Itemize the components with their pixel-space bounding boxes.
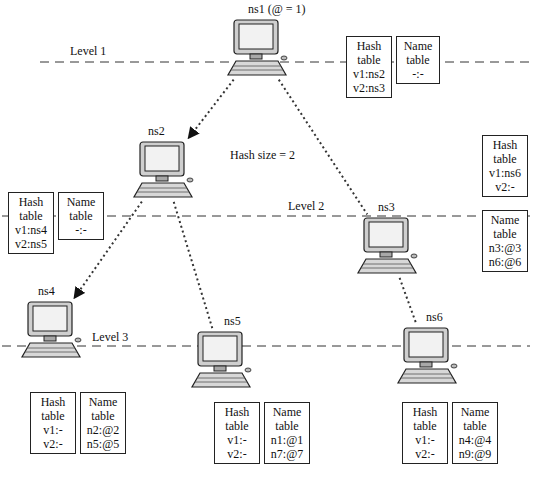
server-name: ns2 <box>148 124 165 138</box>
table-text: n4:@4 <box>455 433 495 447</box>
level-line <box>2 346 530 347</box>
link-line <box>174 202 213 328</box>
table-text: Name table <box>455 405 495 433</box>
server-name: ns1 (@ = 1) <box>248 2 305 16</box>
table-text: v2:- <box>405 447 445 461</box>
server-computer: ns6 <box>396 326 460 386</box>
table-text: v2:- <box>485 180 525 194</box>
hash-table-box: Hash tablev1:ns4v2:ns5 <box>8 192 54 254</box>
table-text: Name table <box>61 195 101 223</box>
computer-icon <box>356 216 420 276</box>
table-text: -:- <box>61 223 101 237</box>
server-name: ns3 <box>378 200 395 214</box>
computer-icon <box>226 18 290 78</box>
table-text: n3:@3 <box>485 241 525 255</box>
name-table-box: Name tablen4:@4n9:@9 <box>452 402 498 464</box>
name-table-box: Name table-:- <box>396 36 440 84</box>
computer-icon <box>396 326 460 386</box>
server-name: ns4 <box>38 284 55 298</box>
table-text: Name table <box>83 395 123 423</box>
hash-size-note: Hash size = 2 <box>230 148 295 162</box>
table-text: v1:- <box>405 433 445 447</box>
table-text: n5:@5 <box>83 437 123 451</box>
table-text: n1:@1 <box>267 433 307 447</box>
computer-icon <box>190 330 254 390</box>
server-name: ns6 <box>426 310 443 324</box>
level-label: Level 1 <box>70 44 106 58</box>
server-computer: ns5 <box>190 330 254 390</box>
table-text: Hash table <box>33 395 73 423</box>
table-text: n2:@2 <box>83 423 123 437</box>
level-label: Level 2 <box>288 199 324 213</box>
table-text: Name table <box>399 39 437 67</box>
table-text: v1:ns2 <box>349 67 389 81</box>
table-text: v2:ns5 <box>11 237 51 251</box>
table-text: -:- <box>399 67 437 81</box>
table-text: Hash table <box>217 405 257 433</box>
name-table-box: Name tablen1:@1n7:@7 <box>264 402 310 464</box>
hash-table-box: Hash tablev1:-v2:- <box>30 392 76 454</box>
name-table-box: Name tablen3:@3n6:@6 <box>482 210 528 272</box>
table-text: v1:- <box>33 423 73 437</box>
level-label: Level 3 <box>92 330 128 344</box>
table-text: Hash table <box>11 195 51 223</box>
server-computer: ns1 (@ = 1) <box>226 18 290 78</box>
server-name: ns5 <box>224 314 241 328</box>
table-text: Hash table <box>485 138 525 166</box>
server-computer: ns2 <box>132 140 196 200</box>
server-computer: ns4 <box>20 300 84 360</box>
hash-table-box: Hash tablev1:ns6v2:- <box>482 135 528 197</box>
hash-table-box: Hash tablev1:-v2:- <box>402 402 448 464</box>
link-line <box>188 80 233 139</box>
computer-icon <box>20 300 84 360</box>
level-line <box>40 62 530 63</box>
computer-icon <box>132 140 196 200</box>
table-text: Hash table <box>405 405 445 433</box>
table-text: n7:@7 <box>267 447 307 461</box>
table-text: v2:- <box>217 447 257 461</box>
table-text: v2:ns3 <box>349 81 389 95</box>
table-text: Name table <box>485 213 525 241</box>
table-text: v1:ns4 <box>11 223 51 237</box>
link-line <box>400 278 417 324</box>
table-text: Hash table <box>349 39 389 67</box>
table-text: v1:- <box>217 433 257 447</box>
table-text: Name table <box>267 405 307 433</box>
hash-table-box: Hash tablev1:-v2:- <box>214 402 260 464</box>
server-computer: ns3 <box>356 216 420 276</box>
table-text: v1:ns6 <box>485 166 525 180</box>
link-line <box>279 80 367 215</box>
table-text: v2:- <box>33 437 73 451</box>
name-table-box: Name table-:- <box>58 192 104 240</box>
table-text: n9:@9 <box>455 447 495 461</box>
hash-table-box: Hash tablev1:ns2v2:ns3 <box>346 36 392 98</box>
table-text: n6:@6 <box>485 255 525 269</box>
name-table-box: Name tablen2:@2n5:@5 <box>80 392 126 454</box>
